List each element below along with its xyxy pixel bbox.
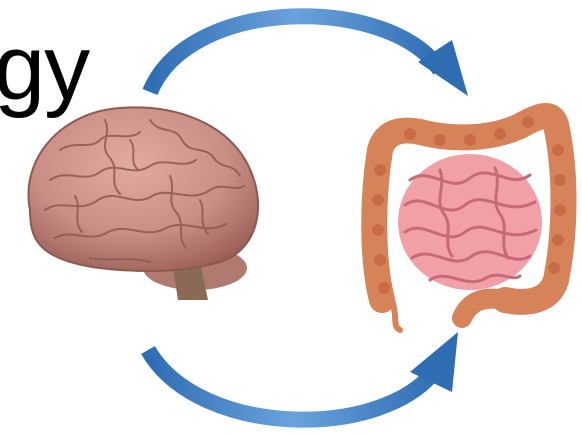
brain-icon (28, 107, 258, 300)
intestines-icon (372, 116, 566, 330)
arrow-bottom-curved (148, 332, 458, 420)
arrow-top-curved (150, 16, 468, 96)
